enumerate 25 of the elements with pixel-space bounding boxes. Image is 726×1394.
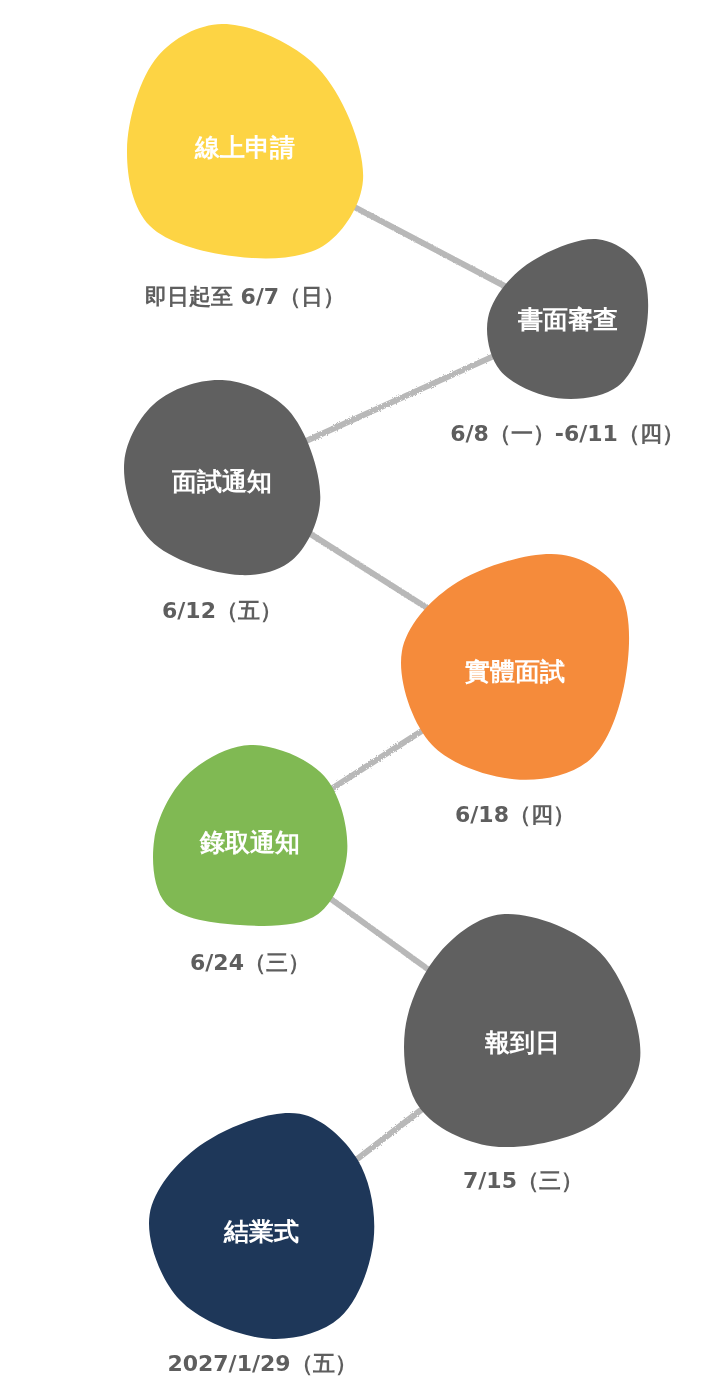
connector-line	[353, 1106, 425, 1163]
date-label: 6/12（五）	[162, 597, 282, 625]
node-label: 實體面試	[465, 657, 565, 687]
node-label: 結業式	[224, 1217, 300, 1247]
blob-node	[149, 1113, 375, 1340]
node-label: 報到日	[485, 1028, 561, 1058]
connector-line	[328, 895, 431, 973]
node-label: 書面審查	[518, 305, 618, 335]
node-label: 線上申請	[195, 133, 295, 163]
node-label: 錄取通知	[200, 828, 300, 858]
blob-node	[123, 379, 321, 576]
date-label: 6/18（四）	[455, 801, 575, 829]
connector-line	[329, 727, 425, 792]
date-label: 6/8（一）-6/11（四）	[450, 420, 684, 448]
date-label: 7/15（三）	[463, 1167, 583, 1195]
date-label: 2027/1/29（五）	[167, 1350, 357, 1378]
date-label: 6/24（三）	[190, 949, 310, 977]
node-label: 面試通知	[172, 467, 272, 497]
date-label: 即日起至 6/7（日）	[144, 283, 346, 311]
blob-node	[401, 554, 630, 781]
blob-node	[404, 913, 641, 1147]
blob-node	[487, 238, 649, 399]
blob-node	[127, 24, 364, 259]
connector-line	[352, 204, 508, 290]
blob-node	[152, 744, 348, 926]
